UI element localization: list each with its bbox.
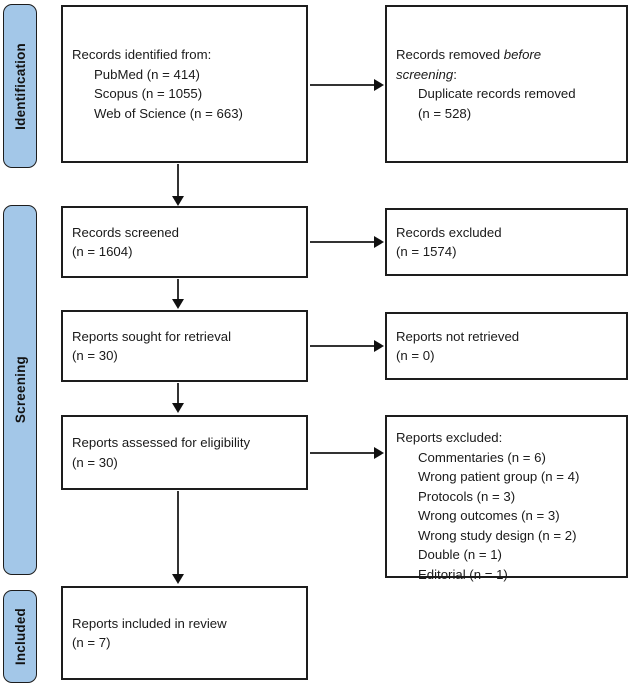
stage-bar-screening: Screening	[3, 205, 37, 575]
box-reports-sought: Reports sought for retrieval (n = 30)	[61, 310, 308, 382]
stage-bar-identification: Identification	[3, 4, 37, 168]
arrowhead-down-icon	[171, 196, 184, 206]
box-reports-excluded: Reports excluded: Commentaries (n = 6) W…	[385, 415, 628, 582]
reports-sought-count: (n = 30)	[72, 348, 118, 363]
reports-not-retrieved-count: (n = 0)	[396, 348, 435, 363]
records-removed-duplicates-count: (n = 528)	[418, 105, 472, 121]
records-screened-label: Records screened	[72, 224, 180, 240]
reports-excluded-reason-protocols: Protocols (n = 3)	[418, 488, 516, 504]
reports-excluded-reason-commentaries: Commentaries (n = 6)	[418, 449, 546, 465]
records-identified-heading: Records identified from:	[72, 47, 212, 62]
records-identified-source-scopus: Scopus (n = 1055)	[94, 86, 203, 101]
arrowhead-right-icon	[374, 235, 384, 248]
connector-assessed-to-excluded	[310, 446, 384, 459]
arrowhead-right-icon	[374, 78, 384, 91]
reports-excluded-reason-double: Double (n = 1)	[418, 547, 502, 562]
connector-screened-to-sought	[171, 279, 184, 309]
connector-identified-to-screened	[171, 164, 184, 206]
records-removed-duplicates-label: Duplicate records removed	[418, 86, 576, 101]
reports-assessed-count: (n = 30)	[72, 454, 118, 470]
box-reports-included: Reports included in review (n = 7)	[61, 586, 308, 680]
records-removed-heading-italic: before screening	[396, 47, 542, 82]
records-removed-heading: Records removed before screening:	[396, 45, 602, 84]
arrowhead-down-icon	[171, 574, 184, 584]
reports-included-count: (n = 7)	[72, 635, 111, 650]
connector-assessed-to-included	[171, 491, 184, 584]
reports-excluded-reason-wrong-study-design: Wrong study design (n = 2)	[418, 527, 577, 543]
connector-sought-to-assessed	[171, 383, 184, 413]
stage-label-identification: Identification	[12, 42, 28, 130]
reports-included-label: Reports included in review	[72, 615, 227, 631]
records-removed-heading-post: :	[453, 66, 457, 82]
connector-identified-to-removed	[310, 78, 384, 91]
box-reports-assessed: Reports assessed for eligibility (n = 30…	[61, 415, 308, 490]
records-identified-source-pubmed: PubMed (n = 414)	[94, 66, 200, 82]
records-excluded-label: Records excluded	[396, 224, 502, 240]
box-records-excluded: Records excluded (n = 1574)	[385, 208, 628, 276]
records-identified-source-wos: Web of Science (n = 663)	[94, 105, 243, 121]
reports-assessed-label: Reports assessed for eligibility	[72, 435, 251, 450]
arrowhead-right-icon	[374, 339, 384, 352]
reports-excluded-reason-wrong-outcomes: Wrong outcomes (n = 3)	[418, 508, 560, 523]
arrowhead-down-icon	[171, 403, 184, 413]
reports-sought-label: Reports sought for retrieval	[72, 328, 232, 344]
stage-label-screening: Screening	[12, 356, 28, 424]
box-records-identified: Records identified from: PubMed (n = 414…	[61, 5, 308, 163]
records-excluded-count: (n = 1574)	[396, 244, 457, 259]
box-records-removed: Records removed before screening: Duplic…	[385, 5, 628, 163]
box-reports-not-retrieved: Reports not retrieved (n = 0)	[385, 312, 628, 380]
arrowhead-right-icon	[374, 446, 384, 459]
arrowhead-down-icon	[171, 299, 184, 309]
box-records-screened: Records screened (n = 1604)	[61, 206, 308, 278]
stage-bar-included: Included	[3, 590, 37, 683]
reports-excluded-reason-wrong-patient-group: Wrong patient group (n = 4)	[418, 469, 580, 484]
records-screened-count: (n = 1604)	[72, 244, 133, 259]
reports-excluded-reason-editorial: Editorial (n = 1)	[418, 566, 508, 582]
connector-sought-to-not-retrieved	[310, 339, 384, 352]
records-removed-heading-pre: Records removed	[396, 47, 504, 62]
connector-screened-to-excluded	[310, 235, 384, 248]
reports-excluded-heading: Reports excluded:	[396, 430, 503, 445]
reports-not-retrieved-label: Reports not retrieved	[396, 328, 520, 344]
stage-label-included: Included	[12, 607, 28, 666]
